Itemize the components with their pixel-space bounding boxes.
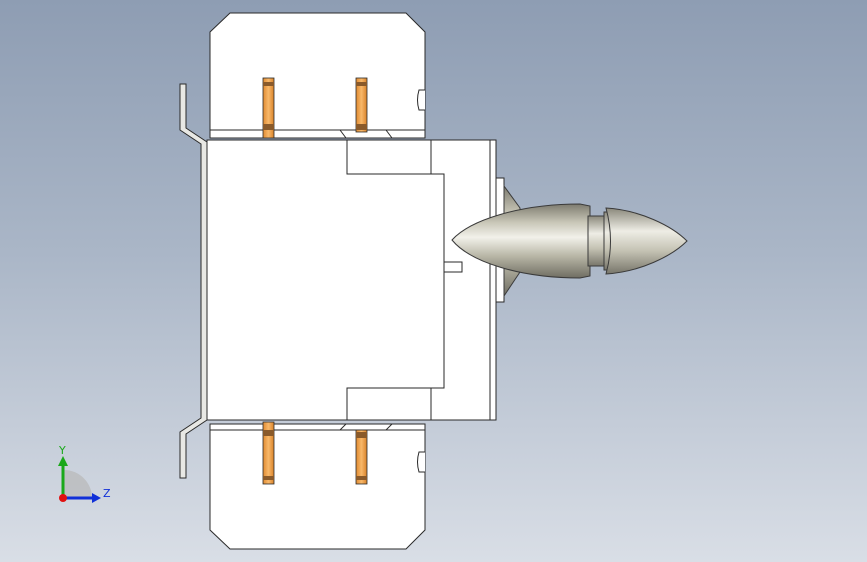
top-terminal-cover	[209, 12, 426, 139]
y-axis-head	[58, 456, 68, 466]
contact-top-right	[355, 77, 368, 133]
main-housing	[206, 139, 497, 421]
din-rail-clip	[179, 83, 212, 479]
cover-latch-bottom	[417, 451, 425, 473]
contact-bottom-right	[355, 429, 368, 485]
cover-latch-top	[417, 89, 425, 111]
indicator-slot	[443, 261, 463, 273]
triad-plane	[64, 470, 92, 498]
orientation-triad[interactable]: Y Z	[58, 444, 111, 503]
y-axis-label: Y	[58, 444, 66, 457]
contact-bottom-left	[262, 421, 275, 485]
x-axis-dot	[59, 494, 67, 502]
rotary-knob[interactable]	[451, 203, 688, 279]
terminal-contacts	[262, 77, 368, 485]
bottom-terminal-cover	[209, 423, 426, 550]
z-axis-label: Z	[103, 487, 111, 500]
z-axis-head	[92, 493, 101, 503]
contact-top-left	[262, 77, 275, 139]
